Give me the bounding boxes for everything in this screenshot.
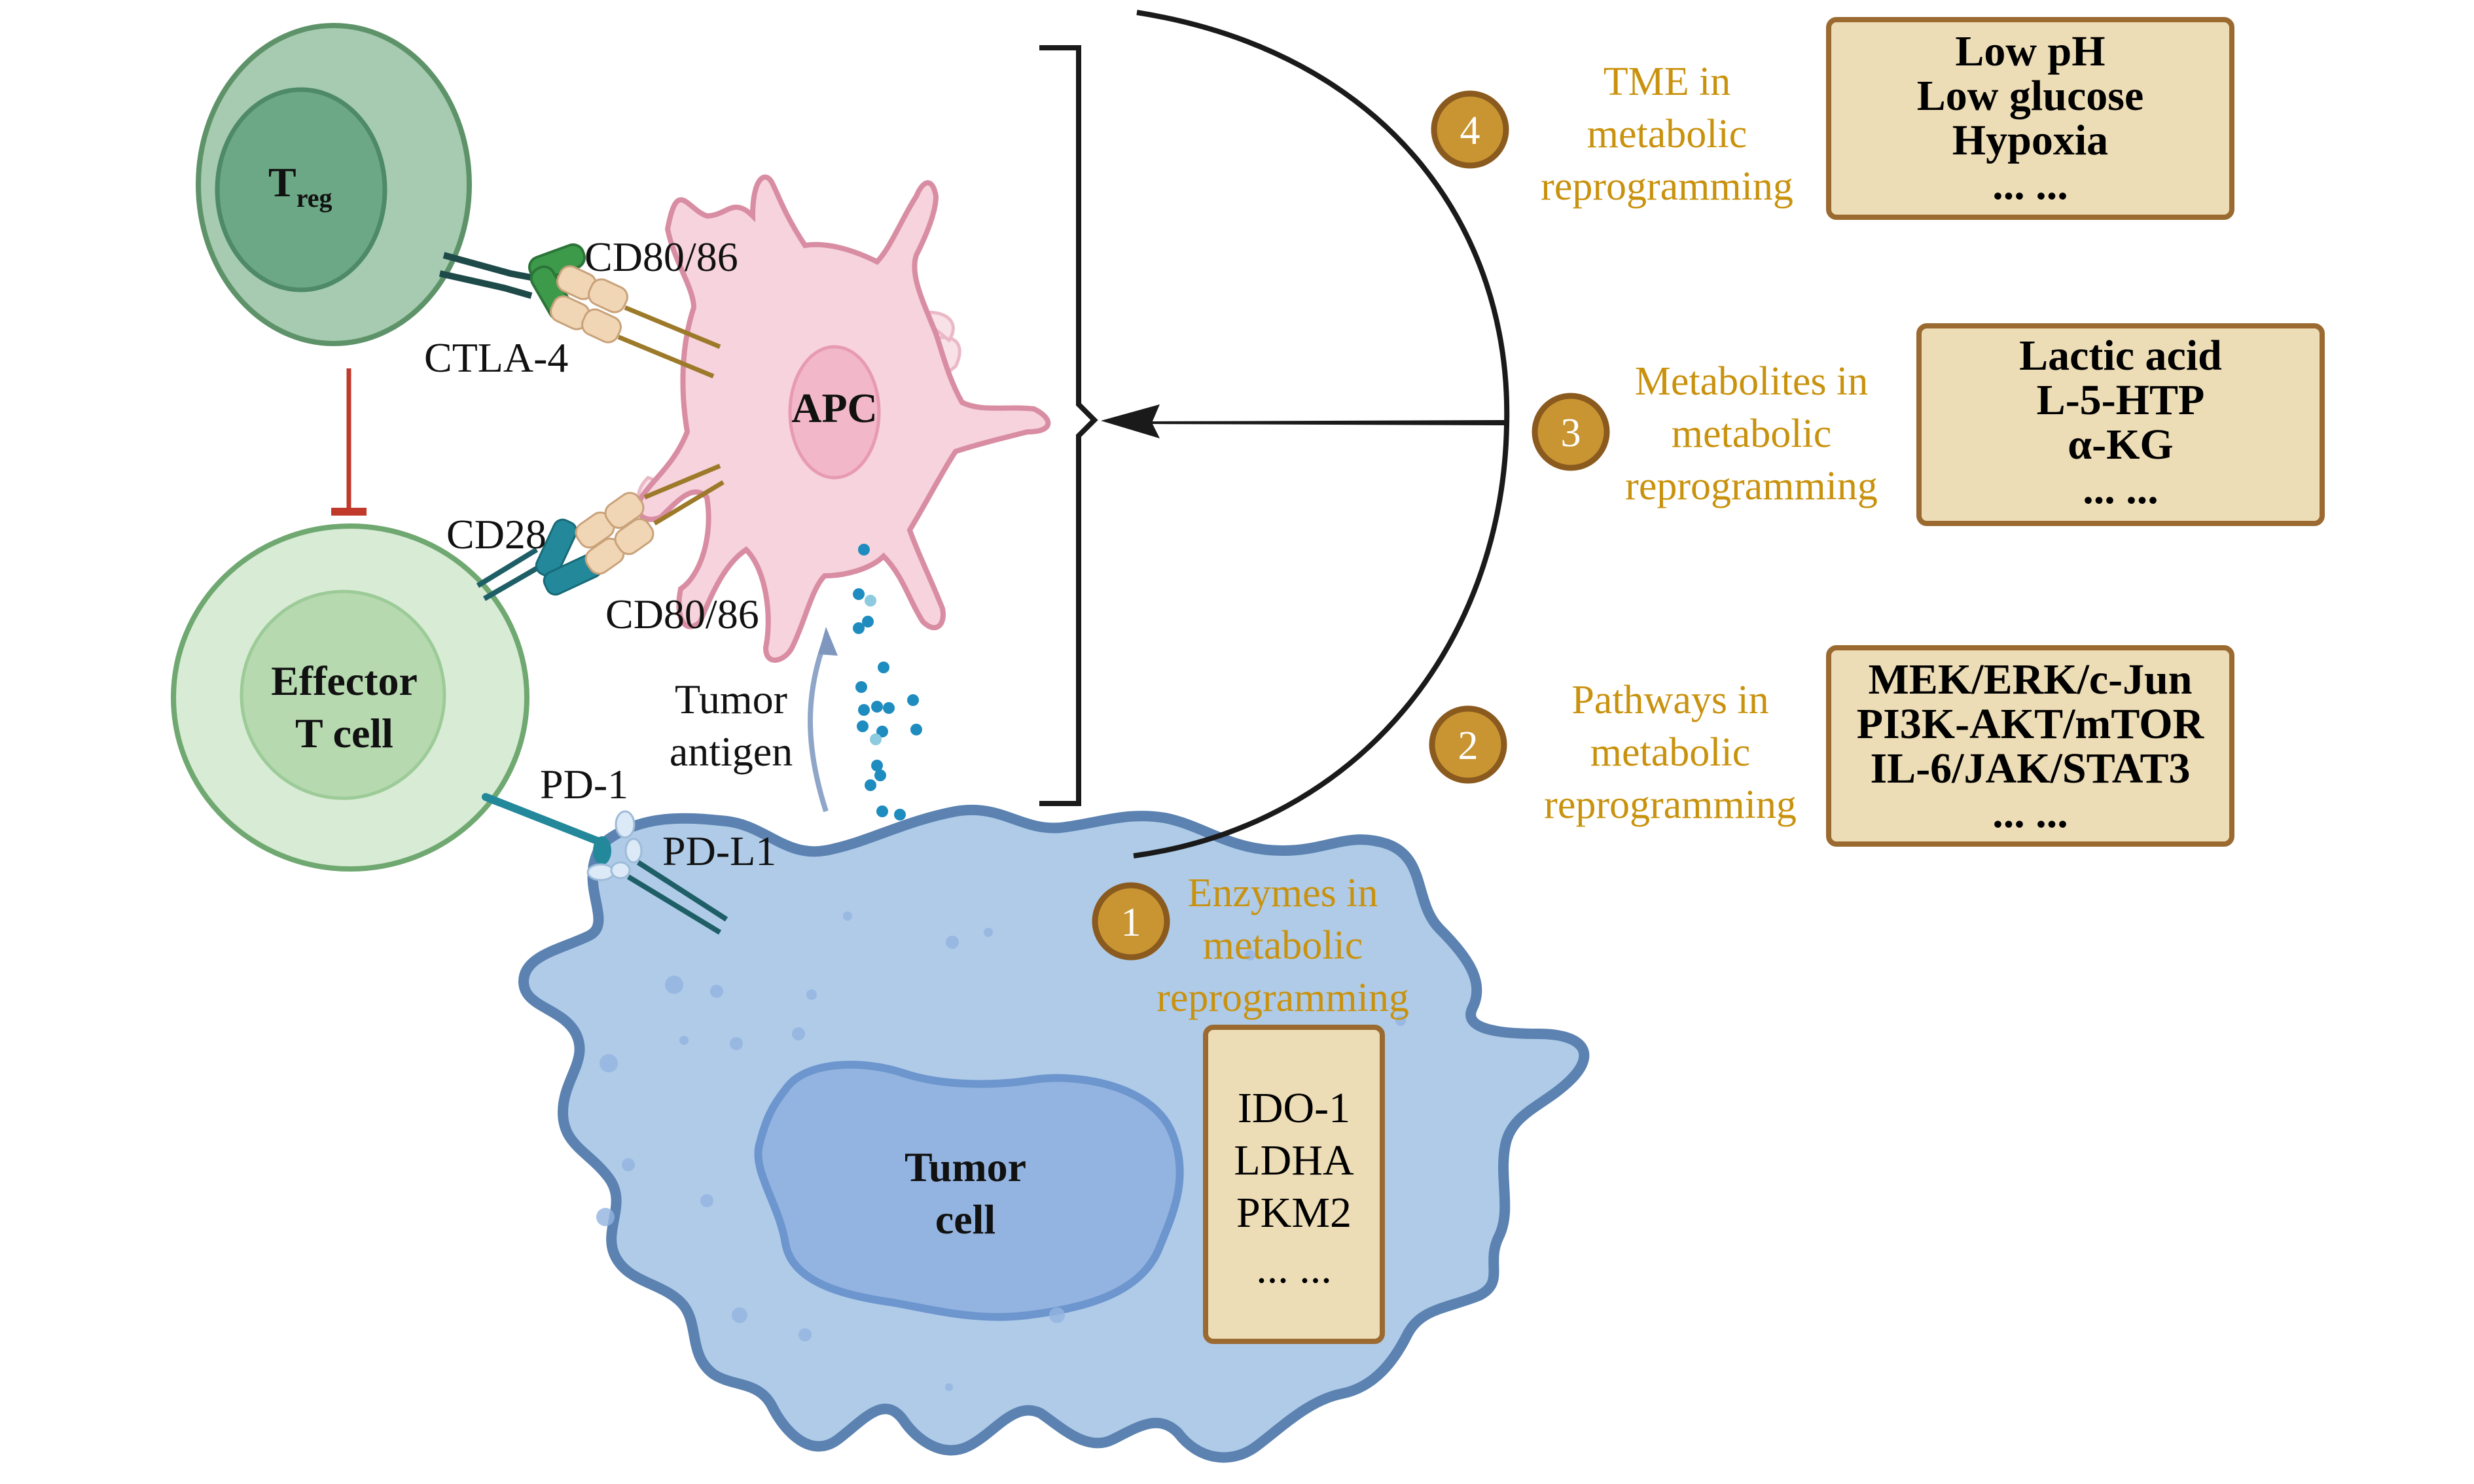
tumor-antigen: Tumor antigen	[670, 544, 922, 821]
category-4-item-3: Hypoxia	[1952, 116, 2108, 164]
category-3-item-3: α-KG	[2068, 421, 2174, 468]
badge-3-number: 3	[1561, 411, 1581, 455]
category-3-item-2: L-5-HTP	[2037, 376, 2205, 424]
category-4-title-2: metabolic	[1587, 112, 1747, 156]
cd28-cd80-complex: CD28 CD80/86	[446, 463, 759, 637]
tumor-cell-nucleus	[754, 1061, 1184, 1321]
category-3-title-3: reprogramming	[1625, 464, 1878, 508]
apc-cell: APC	[636, 174, 1051, 663]
cd28-label: CD28	[446, 511, 547, 557]
badge-4	[1431, 90, 1509, 169]
apc-label: APC	[791, 385, 878, 431]
badge-2-number: 2	[1458, 724, 1479, 768]
category-3-title-2: metabolic	[1672, 412, 1831, 456]
pd1-pdl1-complex: PD-1 PD-L1	[482, 761, 776, 935]
category-1-title-3: reprogramming	[1156, 976, 1409, 1020]
central-arrow	[1101, 404, 1505, 438]
category-4-item-1: Low pH	[1955, 27, 2105, 75]
effector-nucleus	[240, 590, 446, 800]
treg-label-main: T	[268, 159, 296, 205]
treg-cell: Treg	[196, 23, 472, 346]
badge-4-number: 4	[1460, 109, 1480, 153]
category-1-title-2: metabolic	[1203, 923, 1363, 968]
category-2-item-4: ... ...	[1992, 789, 2068, 837]
effector-t-cell: Effector T cell	[171, 523, 529, 872]
category-4-item-2: Low glucose	[1917, 72, 2144, 120]
treg-label: Treg	[268, 159, 332, 213]
category-1-item-1: IDO-1	[1238, 1084, 1350, 1132]
category-3-metabolites: 3 Metabolites in metabolic reprogramming…	[1532, 323, 2325, 526]
effector-label-line1: Effector	[271, 658, 418, 704]
semicircle-arc	[1133, 10, 1510, 858]
category-4-tme: 4 TME in metabolic reprogramming Low pH …	[1431, 17, 2234, 220]
category-2-item-2: PI3K-AKT/mTOR	[1857, 700, 2205, 748]
effector-label-line2: T cell	[295, 710, 393, 756]
treg-cd80-86-label: CD80/86	[584, 234, 738, 280]
category-1-title-1: Enzymes in	[1188, 871, 1378, 915]
category-4-item-4: ... ...	[1992, 161, 2068, 209]
category-2-item-1: MEK/ERK/c-Jun	[1868, 656, 2192, 703]
category-4-box	[1826, 17, 2234, 220]
ctla4-label: CTLA-4	[424, 334, 568, 381]
arrow-head	[1101, 404, 1160, 438]
ctla4-cd80-complex: CD80/86 CTLA-4	[424, 234, 738, 381]
category-3-title-1: Metabolites in	[1635, 359, 1868, 404]
category-2-pathways: 2 Pathways in metabolic reprogramming ME…	[1429, 645, 2234, 847]
tumor-cell-label-line1: Tumor	[905, 1144, 1026, 1190]
badge-1	[1092, 882, 1170, 961]
treg-label-sub: reg	[296, 183, 332, 213]
category-2-box	[1826, 645, 2234, 847]
tumor-antigen-arrow	[808, 637, 829, 813]
category-2-item-3: IL-6/JAK/STAT3	[1871, 745, 2191, 792]
category-4-title-1: TME in	[1604, 60, 1731, 104]
badge-2	[1429, 705, 1507, 784]
category-1-item-4: ... ...	[1256, 1245, 1332, 1292]
treg-nucleus	[215, 87, 387, 292]
category-2-title-3: reprogramming	[1544, 783, 1797, 827]
tumor-vesicles	[596, 911, 1406, 1391]
category-2-title-2: metabolic	[1590, 730, 1750, 775]
effector-cd80-86-label: CD80/86	[605, 591, 759, 637]
apc-nucleus	[788, 345, 881, 480]
antigen-particles	[853, 544, 922, 821]
tumor-antigen-label-line1: Tumor	[675, 676, 787, 722]
pd1-label: PD-1	[540, 761, 628, 807]
category-4-title-3: reprogramming	[1541, 164, 1793, 209]
category-1-item-3: PKM2	[1236, 1189, 1352, 1237]
right-bracket	[1039, 45, 1098, 806]
category-3-item-4: ... ...	[2083, 465, 2159, 513]
category-1-item-2: LDHA	[1234, 1137, 1354, 1184]
category-1-enzymes: 1 Enzymes in metabolic reprogramming IDO…	[1092, 871, 1409, 1344]
bracket-and-arc	[1039, 10, 1510, 858]
badge-3	[1532, 393, 1610, 471]
category-2-title-1: Pathways in	[1571, 678, 1768, 722]
inhibition-arrow	[331, 368, 367, 516]
tumor-cell-label-line2: cell	[935, 1196, 995, 1243]
category-1-box	[1203, 1025, 1385, 1344]
badge-1-number: 1	[1121, 900, 1141, 945]
category-3-item-1: Lactic acid	[2019, 332, 2222, 380]
category-3-box	[1916, 323, 2325, 526]
pdl1-label: PD-L1	[662, 828, 776, 874]
tumor-antigen-label-line2: antigen	[670, 728, 793, 775]
